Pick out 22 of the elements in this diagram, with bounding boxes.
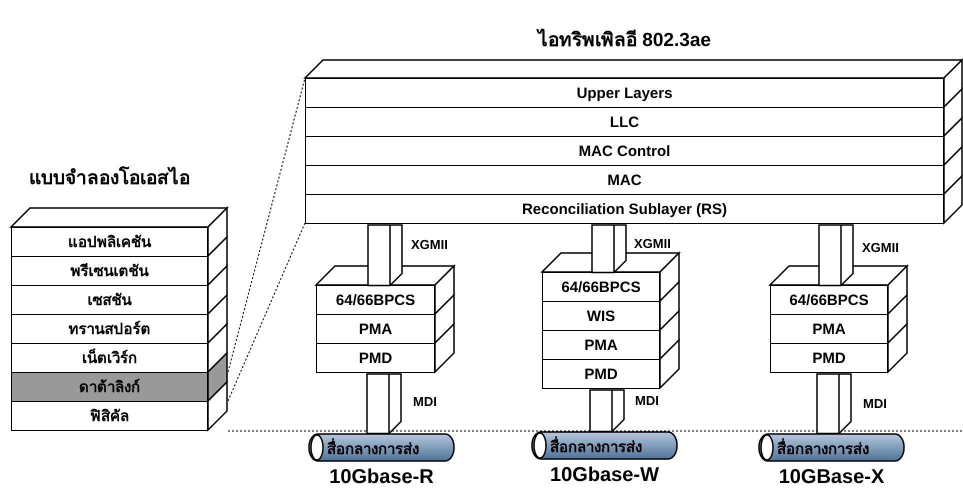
edge-label: XGMII (633, 236, 672, 251)
interface-bus (366, 372, 402, 434)
interface-bus (367, 224, 403, 286)
edge-label: XGMII (410, 237, 449, 252)
edge-label: XGMII (861, 240, 900, 255)
edge-label: MDI (412, 394, 438, 409)
interface-bus (589, 388, 625, 432)
stack-title: ไอทริพเพิลอี 802.3ae (535, 28, 712, 53)
standard-label: 10Gbase-W (549, 464, 660, 487)
cable: สื่อกลางการส่ง (531, 431, 678, 460)
standard-label: 10GBase-X (778, 466, 886, 489)
cable: สื่อกลางการส่ง (308, 433, 455, 462)
stack-title: แบบจำลองโอเอสไอ (28, 165, 191, 191)
interface-bus (591, 224, 627, 273)
interface-bus (816, 372, 852, 434)
edge-label: MDI (634, 393, 660, 408)
zoom-line (228, 78, 305, 372)
interface-bus (818, 224, 854, 286)
edge-label: MDI (862, 396, 888, 411)
cable: สื่อกลางการส่ง (758, 433, 905, 462)
standard-label: 10Gbase-R (328, 466, 435, 489)
zoom-line (228, 222, 305, 402)
